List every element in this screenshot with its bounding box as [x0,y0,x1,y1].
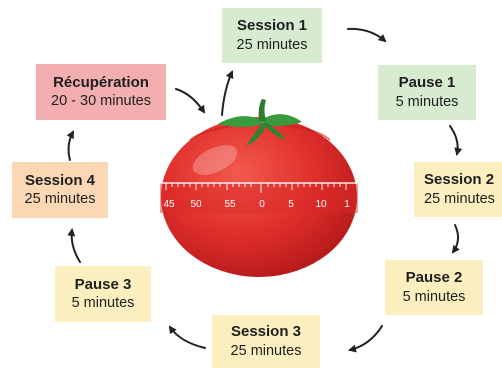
recuperation-box: Récupération 20 - 30 minutes [36,64,166,120]
pause-3-title: Pause 3 [74,275,132,293]
dial-label-55: 55 [224,199,236,210]
arrow-session1-to-pause1 [347,27,387,43]
arrow-recuperation-to-tomato [175,88,206,114]
session-4-duration: 25 minutes [24,191,96,208]
dial-label-45: 45 [163,199,175,210]
session-3-box: Session 3 25 minutes [212,315,320,368]
session-1-duration: 25 minutes [236,36,308,53]
recuperation-duration: 20 - 30 minutes [51,93,151,110]
pause-2-title: Pause 2 [405,269,463,287]
arrow-session2-to-pause2 [451,224,460,254]
arrow-pause3-to-session4 [67,228,81,263]
pause-1-duration: 5 minutes [395,93,459,110]
dial-ticks [165,183,347,193]
session-3-title: Session 3 [230,323,302,341]
dial-label-1: 1 [344,199,350,210]
session-2-box: Session 2 25 minutes [414,162,502,217]
session-1-box: Session 1 25 minutes [222,8,322,63]
tomato-timer-icon: 45 50 55 0 5 10 1 [160,99,358,277]
arrow-session4-to-recuperation [66,130,74,161]
session-2-title: Session 2 [424,171,495,189]
dial-label-50: 50 [190,199,202,210]
dial-label-10: 10 [315,199,327,210]
session-2-duration: 25 minutes [424,190,495,207]
session-4-box: Session 4 25 minutes [12,162,108,218]
arrow-pause2-to-session3 [348,325,383,353]
arrow-pause1-to-session2 [449,125,463,156]
pause-3-duration: 5 minutes [71,295,135,312]
recuperation-title: Récupération [53,73,149,91]
pause-2-duration: 5 minutes [402,288,466,305]
session-3-duration: 25 minutes [230,342,302,359]
pause-2-box: Pause 2 5 minutes [385,260,483,315]
dial-label-0: 0 [259,199,265,210]
session-1-title: Session 1 [236,17,308,35]
pause-1-title: Pause 1 [398,74,456,92]
arrow-tomato-to-session1 [221,70,234,116]
session-4-title: Session 4 [24,171,96,189]
pause-3-box: Pause 3 5 minutes [55,266,151,322]
pause-1-box: Pause 1 5 minutes [378,65,476,120]
cycle-arrows [66,27,463,353]
arrow-session3-to-pause3 [168,325,206,349]
leaf-icon [218,99,302,146]
dial-label-5: 5 [288,199,294,210]
